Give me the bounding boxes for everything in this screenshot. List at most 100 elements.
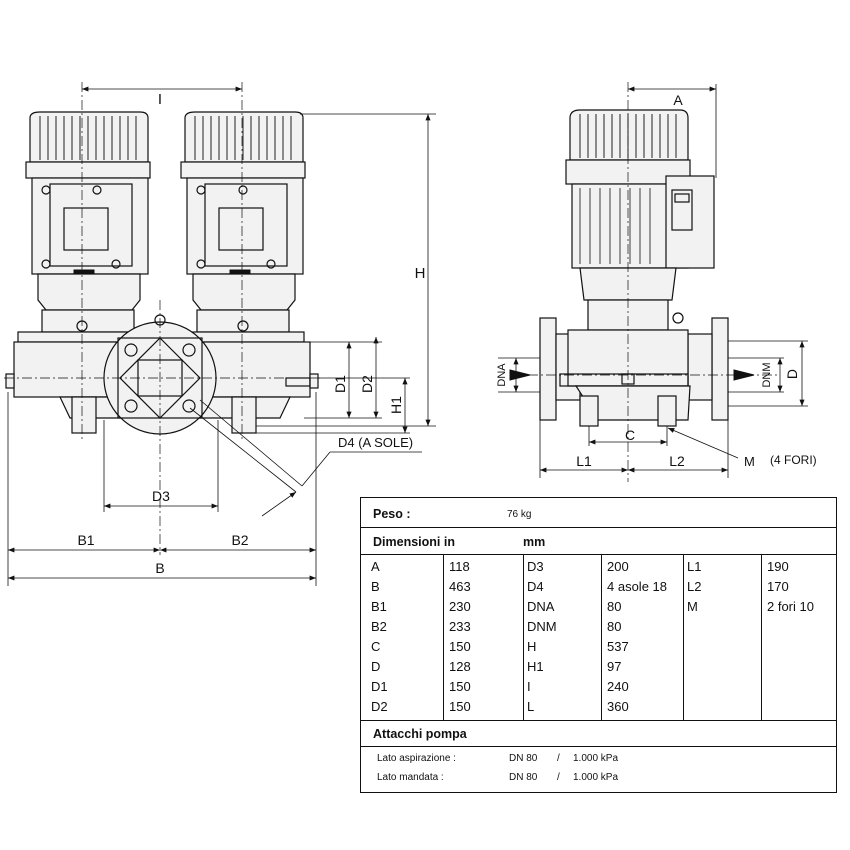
weight-label: Peso : — [373, 507, 411, 521]
connections-rows: Lato aspirazione : DN 80 / 1.000 kPa Lat… — [361, 747, 836, 792]
dimension-value: 150 — [449, 699, 471, 714]
dimension-value: 233 — [449, 619, 471, 634]
dimension-value: 150 — [449, 639, 471, 654]
label-H: H — [415, 265, 426, 282]
dimension-code: B2 — [371, 619, 387, 634]
dimension-value: 2 fori 10 — [767, 599, 814, 614]
delivery-sep: / — [557, 772, 560, 783]
label-H1: H1 — [388, 396, 404, 414]
dimension-code: H1 — [527, 659, 544, 674]
dimensions-label: Dimensioni in — [373, 535, 455, 549]
dimension-I: I — [82, 86, 242, 108]
dimension-code: A — [371, 559, 380, 574]
delivery-dn: DN 80 — [509, 772, 538, 783]
dimension-D3: D3 — [103, 420, 219, 512]
dimension-D2: D2 — [359, 337, 379, 418]
label-A: A — [673, 92, 683, 108]
dimension-D: D — [728, 340, 808, 407]
dimension-code: B — [371, 579, 380, 594]
dimension-code: DNA — [527, 599, 555, 614]
label-DNM: DNM — [761, 362, 773, 387]
dimensions-unit: mm — [523, 535, 546, 549]
pump-casing-front — [5, 314, 319, 435]
connections-label: Attacchi pompa — [373, 727, 467, 741]
dimension-value: 190 — [767, 559, 789, 574]
label-I: I — [158, 91, 162, 108]
dimension-value: 150 — [449, 679, 471, 694]
motor-left — [25, 111, 151, 333]
label-DNA: DNA — [496, 363, 508, 387]
dimension-code: D2 — [371, 699, 388, 714]
dimension-value: 230 — [449, 599, 471, 614]
dimension-L: L1 L2 — [539, 420, 729, 478]
dimension-code: M — [687, 599, 698, 614]
dimension-H1: H1 — [256, 377, 410, 434]
label-M-note: (4 FORI) — [770, 453, 817, 467]
label-D1: D1 — [332, 375, 348, 393]
dimension-code: L — [527, 699, 535, 714]
dimension-DNA: DNA — [496, 357, 540, 393]
suction-label: Lato aspirazione : — [377, 753, 456, 764]
cooling-fins-left — [39, 116, 137, 160]
label-D: D — [784, 369, 800, 379]
dimension-D1: D1 — [304, 341, 382, 419]
pump-casing-side — [539, 317, 729, 427]
label-B1: B1 — [77, 532, 94, 548]
dimension-code: D — [371, 659, 381, 674]
side-view: A DNA DNM D C — [496, 82, 817, 482]
dimension-value: 80 — [607, 619, 622, 634]
dimension-B: B1 B2 B — [7, 392, 317, 586]
connections-header-row: Attacchi pompa — [361, 721, 836, 747]
dimension-code: D1 — [371, 679, 388, 694]
dimension-value: 80 — [607, 599, 622, 614]
dimension-code: B1 — [371, 599, 387, 614]
cooling-fins-right — [194, 116, 292, 160]
motor-right — [180, 111, 306, 333]
dimension-code: D4 — [527, 579, 544, 594]
dimension-code: L1 — [687, 559, 702, 574]
dimension-code: C — [371, 639, 381, 654]
label-M: M — [744, 454, 755, 469]
label-D3: D3 — [152, 488, 170, 504]
delivery-pressure: 1.000 kPa — [573, 772, 619, 783]
dimension-value: 118 — [449, 559, 470, 574]
dimension-value: 200 — [607, 559, 629, 574]
label-B: B — [155, 560, 164, 576]
label-D2: D2 — [359, 375, 375, 393]
dimension-value: 240 — [607, 679, 629, 694]
label-D4: D4 (A SOLE) — [338, 435, 413, 450]
dimension-code: DNM — [527, 619, 557, 634]
dimension-code: I — [527, 679, 531, 694]
delivery-label: Lato mandata : — [377, 772, 444, 783]
dimension-DNM: DNM — [728, 357, 784, 393]
front-view: I H D1 D2 H1 — [4, 82, 436, 586]
motor-side — [565, 109, 715, 331]
label-B2: B2 — [231, 532, 248, 548]
dimension-code: L2 — [687, 579, 702, 594]
dimension-A: A — [628, 84, 717, 178]
dimension-code: H — [527, 639, 537, 654]
dimension-C: C — [588, 426, 668, 446]
suction-sep: / — [557, 753, 560, 764]
dimension-value: 128 — [449, 659, 471, 674]
dimension-M: M (4 FORI) — [667, 427, 817, 469]
dimension-value: 463 — [449, 579, 471, 594]
label-L2: L2 — [669, 453, 685, 469]
dimension-D4: D4 (A SOLE) — [189, 399, 422, 517]
label-C: C — [625, 427, 635, 443]
dimension-value: 170 — [767, 579, 789, 594]
dimension-value: 360 — [607, 699, 629, 714]
dimension-value: 537 — [607, 639, 629, 654]
dimension-value: 4 asole 18 — [607, 579, 667, 594]
label-L1: L1 — [576, 453, 592, 469]
weight-row: Peso : 76 kg — [361, 498, 836, 528]
dimensions-header-row: Dimensioni in mm — [361, 528, 836, 555]
suction-pressure: 1.000 kPa — [573, 753, 619, 764]
suction-dn: DN 80 — [509, 753, 538, 764]
weight-value: 76 kg — [507, 509, 532, 520]
dimension-value: 97 — [607, 659, 622, 674]
dimension-code: D3 — [527, 559, 544, 574]
